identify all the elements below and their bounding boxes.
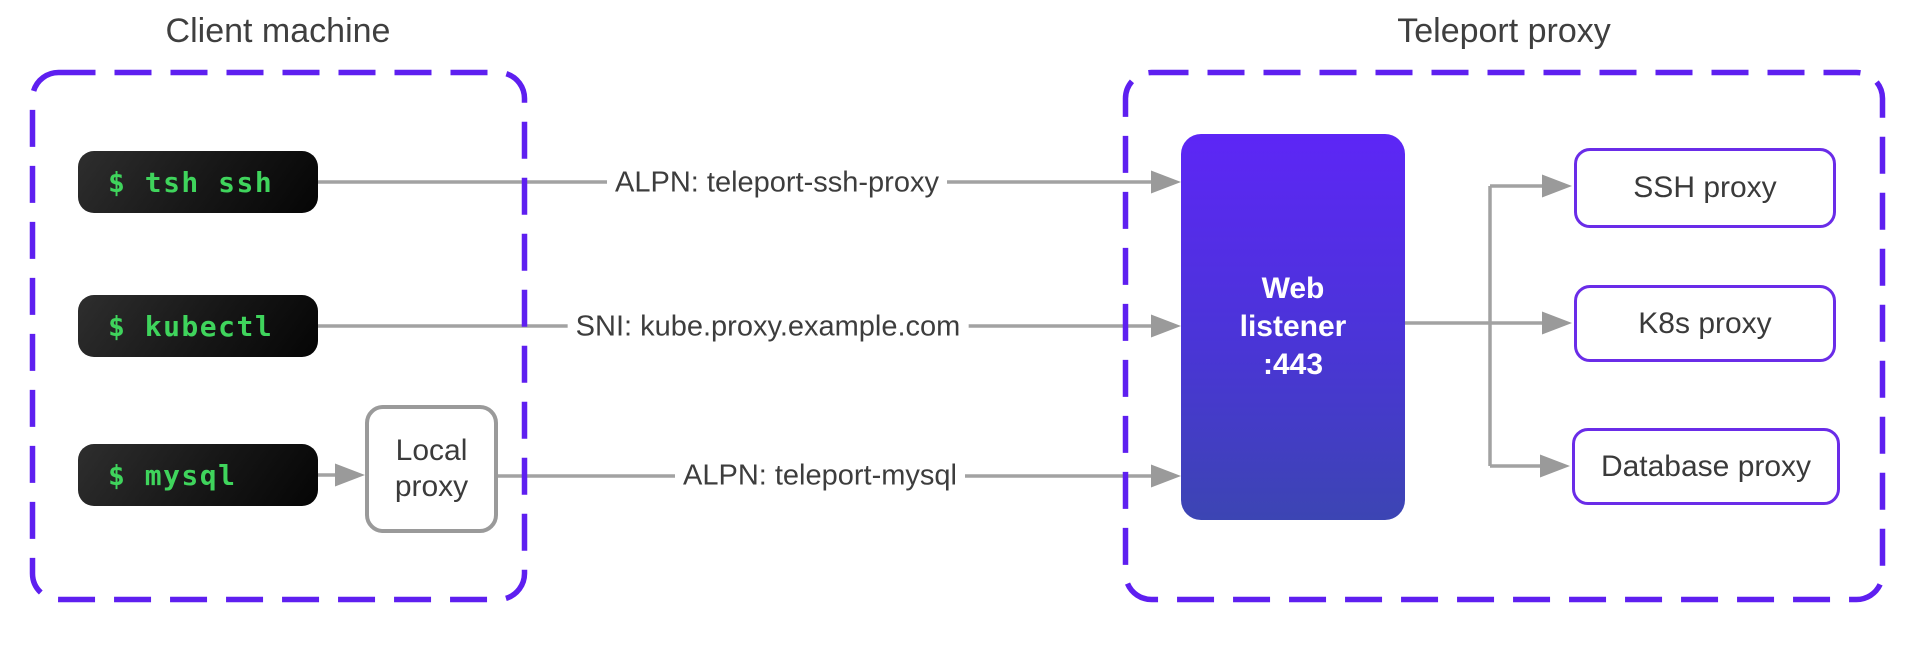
connection-label-alpn-mysql: ALPN: teleport-mysql <box>675 459 965 493</box>
terminal-mysql-command: $ mysql <box>108 458 237 492</box>
terminal-kubectl-command: $ kubectl <box>108 309 274 343</box>
local-proxy-label: Local proxy <box>394 434 469 503</box>
database-proxy-label: Database proxy <box>1600 449 1812 483</box>
teleport-proxy-boundary <box>1122 69 1886 603</box>
arrowhead-into-listener-kube <box>1151 314 1181 338</box>
local-proxy-node: Local proxy <box>365 405 498 533</box>
web-listener-node: Web listener :443 <box>1181 134 1405 520</box>
connection-label-sni-kube: SNI: kube.proxy.example.com <box>567 310 969 344</box>
ssh-proxy-label: SSH proxy <box>1633 171 1777 204</box>
arrowhead-into-listener-ssh <box>1151 170 1181 194</box>
client-machine-title: Client machine <box>165 12 391 50</box>
database-proxy-node: Database proxy <box>1572 428 1840 505</box>
web-listener-label-line1: Web <box>1261 271 1325 305</box>
arrowhead-into-database-proxy <box>1540 454 1570 478</box>
client-machine-boundary <box>29 69 528 603</box>
k8s-proxy-label: K8s proxy <box>1638 306 1772 340</box>
teleport-proxy-title: Teleport proxy <box>1397 12 1611 50</box>
web-listener-label: Web listener :443 <box>1240 270 1347 384</box>
arrowhead-into-listener-mysql <box>1151 464 1181 488</box>
k8s-proxy-node: K8s proxy <box>1574 285 1836 362</box>
ssh-proxy-node: SSH proxy <box>1574 148 1836 228</box>
terminal-tsh-ssh: $ tsh ssh <box>78 151 318 213</box>
web-listener-label-line3: :443 <box>1262 348 1324 382</box>
terminal-mysql: $ mysql <box>78 444 318 506</box>
terminal-kubectl: $ kubectl <box>78 295 318 357</box>
connection-label-alpn-ssh: ALPN: teleport-ssh-proxy <box>607 166 947 200</box>
arrowhead-into-ssh-proxy <box>1542 174 1572 198</box>
arrowhead-into-k8s-proxy <box>1542 311 1572 335</box>
arrowhead-into-local-proxy <box>335 463 365 487</box>
web-listener-label-line2: listener <box>1239 309 1347 343</box>
terminal-tsh-ssh-command: $ tsh ssh <box>108 165 274 199</box>
